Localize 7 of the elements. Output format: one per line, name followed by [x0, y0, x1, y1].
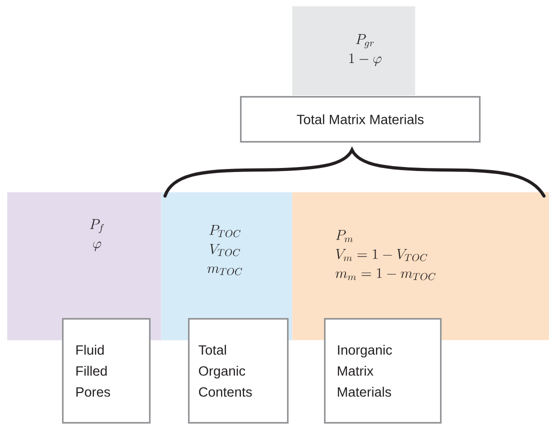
label-box: Total Matrix Materials — [240, 96, 481, 143]
label-box: Total Organic Contents — [188, 318, 289, 424]
formula-block: $P_f$ $\varphi$ — [7, 192, 162, 340]
formula-block: $P_m$ $V_m = 1 - V_{TOC}$ $m_m = 1 - m_{TOC}$ — [292, 192, 549, 340]
formula-block: $P_{gr}$ $1 - \varphi$ — [292, 6, 416, 96]
label-box: Fluid Filled Pores — [62, 318, 151, 424]
label-box: Inorganic Matrix Materials — [324, 318, 442, 424]
